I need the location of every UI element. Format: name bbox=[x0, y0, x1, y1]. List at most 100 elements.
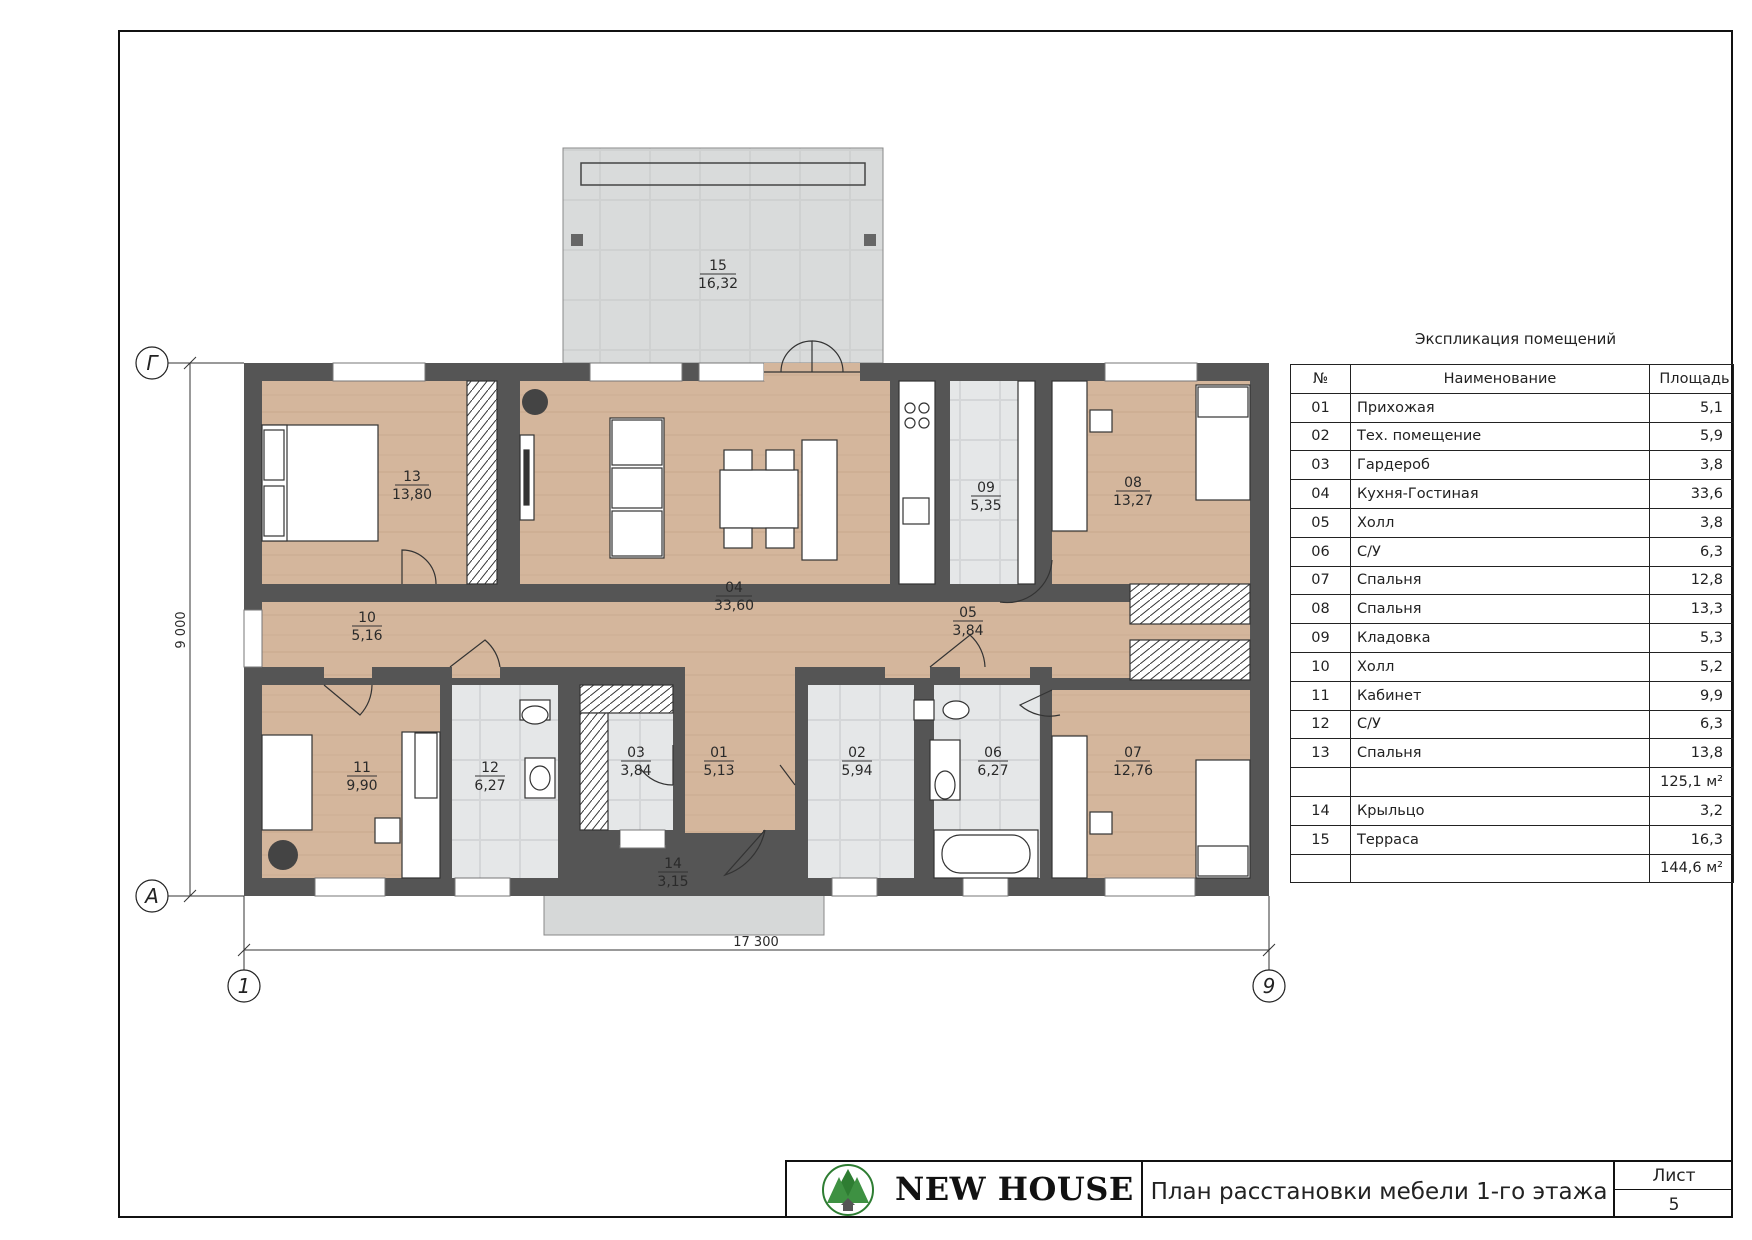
room-area: 6,27 bbox=[474, 778, 505, 794]
plant-icons bbox=[268, 389, 548, 870]
cell-area: 5,2 bbox=[1649, 651, 1734, 682]
room-area: 13,80 bbox=[392, 487, 432, 503]
cell-num: 06 bbox=[1290, 536, 1351, 567]
dimension-lines bbox=[168, 356, 1276, 970]
room-label: 13 13,80 bbox=[392, 469, 432, 503]
room-area: 5,16 bbox=[351, 628, 382, 644]
cell-area: 13,8 bbox=[1649, 738, 1734, 769]
cell-num: 12 bbox=[1290, 709, 1351, 740]
room-number: 11 bbox=[353, 760, 371, 776]
room-label: 10 5,16 bbox=[351, 610, 382, 644]
room-area: 5,94 bbox=[841, 763, 872, 779]
cell-name: Кладовка bbox=[1350, 623, 1650, 653]
table-row-total: 144,6 м² bbox=[1290, 853, 1734, 884]
room-label: 04 33,60 bbox=[714, 580, 754, 614]
room-label: 12 6,27 bbox=[474, 760, 505, 794]
room-label: 09 5,35 bbox=[970, 480, 1001, 514]
cell-area: 12,8 bbox=[1649, 565, 1734, 596]
room-number: 15 bbox=[709, 258, 727, 274]
cell-num bbox=[1290, 853, 1351, 884]
room-area: 3,15 bbox=[657, 874, 688, 890]
room-area: 9,90 bbox=[346, 778, 377, 794]
explication-title: Экспликация помещений bbox=[1415, 330, 1617, 348]
sheet-number-cell: Лист 5 bbox=[1615, 1162, 1733, 1218]
cell-num: 08 bbox=[1290, 594, 1351, 625]
windows bbox=[243, 362, 1198, 897]
cell-area: 3,8 bbox=[1649, 450, 1734, 481]
column-header-area: Площадь bbox=[1649, 364, 1734, 394]
axis-marker-left: 1 bbox=[227, 969, 261, 1003]
cell-name: Кухня-Гостиная bbox=[1350, 479, 1650, 509]
cell-num: 05 bbox=[1290, 507, 1351, 538]
cell-num: 03 bbox=[1290, 450, 1351, 481]
cell-name: Терраса bbox=[1350, 824, 1650, 855]
logo-text: NEW HOUSE bbox=[895, 1170, 1134, 1208]
cell-name: Гардероб bbox=[1350, 450, 1650, 481]
axis-label: А bbox=[143, 884, 159, 908]
cell-area: 5,1 bbox=[1649, 392, 1734, 423]
room-number: 03 bbox=[627, 745, 645, 761]
sheet-number: 5 bbox=[1668, 1195, 1680, 1215]
cell-name: Кабинет bbox=[1350, 680, 1650, 711]
room-label: 05 3,84 bbox=[952, 605, 983, 639]
room-area: 3,84 bbox=[620, 763, 651, 779]
room-area: 3,84 bbox=[952, 623, 983, 639]
title-block: NEW HOUSE План расстановки мебели 1-го э… bbox=[785, 1160, 1733, 1218]
room-label: 14 3,15 bbox=[657, 856, 688, 890]
cell-num: 14 bbox=[1290, 795, 1351, 826]
cell-area: 3,2 bbox=[1649, 795, 1734, 826]
column-header-name: Наименование bbox=[1350, 364, 1650, 394]
cell-name: Спальня bbox=[1350, 565, 1650, 596]
room-number: 14 bbox=[664, 856, 682, 872]
cell-name: Тех. помещение bbox=[1350, 421, 1650, 452]
cell-num: 10 bbox=[1290, 651, 1351, 682]
logo: NEW HOUSE bbox=[787, 1162, 1143, 1218]
room-labels: 01 5,13 02 5,94 03 3,84 04 33,60 05 3,84… bbox=[346, 258, 1153, 890]
cell-area: 16,3 bbox=[1649, 824, 1734, 855]
room-label: 11 9,90 bbox=[346, 760, 377, 794]
axis-label: Г bbox=[146, 351, 159, 375]
cell-num: 04 bbox=[1290, 479, 1351, 509]
cell-area: 33,6 bbox=[1649, 479, 1734, 509]
doors bbox=[323, 549, 1061, 877]
axis-markers: Г А 1 9 bbox=[135, 346, 1286, 1003]
room-number: 02 bbox=[848, 745, 866, 761]
tree-house-logo-icon bbox=[822, 1164, 874, 1216]
axis-label: 1 bbox=[238, 974, 251, 998]
room-number: 09 bbox=[977, 480, 995, 496]
room-number: 10 bbox=[358, 610, 376, 626]
room-area: 12,76 bbox=[1113, 763, 1153, 779]
cell-name: С/У bbox=[1350, 709, 1650, 740]
table-row-subtotal: 125,1 м² bbox=[1290, 767, 1734, 797]
room-area: 33,60 bbox=[714, 598, 754, 614]
cell-name: Крыльцо bbox=[1350, 795, 1650, 826]
room-label: 03 3,84 bbox=[620, 745, 651, 779]
cell-num: 11 bbox=[1290, 680, 1351, 711]
column-header-num: № bbox=[1290, 364, 1351, 394]
room-number: 05 bbox=[959, 605, 977, 621]
room-label: 06 6,27 bbox=[977, 745, 1008, 779]
room-area: 5,13 bbox=[703, 763, 734, 779]
axis-marker-bottom: А bbox=[135, 879, 169, 913]
cell-num: 02 bbox=[1290, 421, 1351, 452]
cell-num: 07 bbox=[1290, 565, 1351, 596]
room-label: 08 13,27 bbox=[1113, 475, 1153, 509]
room-label: 15 16,32 bbox=[698, 258, 738, 292]
cell-num: 01 bbox=[1290, 392, 1351, 423]
cell-area: 9,9 bbox=[1649, 680, 1734, 711]
sheet-label: Лист bbox=[1615, 1162, 1733, 1190]
room-number: 04 bbox=[725, 580, 743, 596]
cell-name bbox=[1350, 853, 1650, 884]
